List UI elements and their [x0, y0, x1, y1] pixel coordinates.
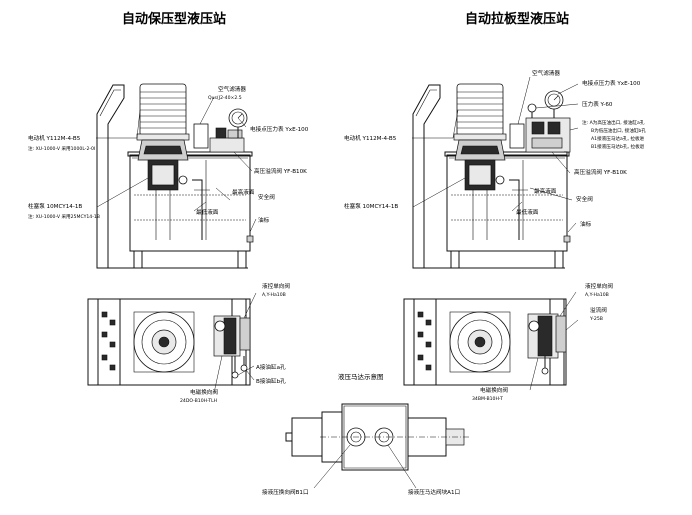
left-motor-note: 注: XU-1000-V 采用1000L-2-0I	[28, 145, 95, 152]
left-title: 自动保压型液压站	[122, 11, 226, 27]
left-max-level-label: 最高液面	[232, 188, 255, 196]
right-front-leaders	[412, 76, 579, 233]
right-title: 自动拉板型液压站	[465, 11, 569, 27]
right-note-2: B为低压油出口, 接油缸b孔	[591, 127, 646, 134]
motor-label-a1: 接液压马达阀块A1口	[408, 488, 460, 496]
right-relief-label: 高压溢流阀 YF-B10K	[574, 168, 627, 176]
left-air-filter-label: 空气滤清器	[218, 85, 246, 93]
right-throttle-label: 溢流阀	[590, 306, 607, 314]
right-throttle-model: Y-25B	[589, 316, 603, 322]
left-check-valve-model: A,Y-Ha10B	[262, 292, 286, 298]
right-note-3: A1接液压马达a孔, 拉板进	[591, 135, 645, 142]
left-gauge-label: 电接点压力表 YxE-100	[250, 125, 309, 133]
right-min-level-label: 最低液面	[516, 208, 539, 216]
right-oil-gauge-label: 油标	[580, 220, 592, 228]
right-front-view	[412, 83, 571, 269]
motor-diagram-title: 液压马达示意图	[338, 372, 384, 381]
left-motor-label: 电动机 Y112M-4-B5	[28, 134, 81, 142]
left-pump-label: 柱塞泵 10MCY14-1B	[28, 202, 82, 210]
left-front-view	[96, 83, 254, 269]
left-top-view	[87, 298, 251, 386]
right-check-valve-label: 液控单向阀	[585, 282, 613, 290]
right-top-leaders	[529, 291, 579, 391]
left-safety-valve-label: 安全阀	[258, 193, 275, 201]
right-note-1: 注: A为高压油出口, 接油缸a孔	[582, 119, 645, 126]
right-safety-valve-label: 安全阀	[576, 195, 593, 203]
right-pressure-gauge-label: 压力表 Y-60	[582, 100, 613, 108]
left-check-valve-label: 液控单向阀	[262, 282, 290, 290]
right-max-level-label: 最高液面	[534, 187, 557, 195]
left-min-level-label: 最低液面	[196, 208, 219, 216]
right-motor-label: 电动机 Y112M-4-B5	[344, 134, 397, 142]
left-leaders	[96, 96, 257, 233]
right-air-filter-label: 空气滤清器	[532, 69, 560, 77]
right-solenoid-model: 34BM-B10H-T	[472, 396, 503, 402]
left-oil-gauge-label: 油标	[258, 216, 270, 224]
left-solenoid-model: 24DO-B10H-TLH	[180, 398, 217, 404]
left-air-filter-model: Qus(J2-40×2.5	[208, 95, 242, 101]
motor-diagram-leaders	[313, 444, 417, 489]
left-port-b-label: B接油缸b孔	[256, 377, 286, 385]
left-top-leaders	[213, 292, 257, 394]
right-gauge-label: 电接点压力表 YxE-100	[582, 79, 641, 87]
left-solenoid-label: 电磁换向阀	[190, 388, 218, 396]
right-solenoid-label: 电磁换向阀	[480, 386, 508, 394]
right-check-valve-model: A,Y-Ha10B	[585, 292, 609, 298]
motor-label-b1: 接液压换向阀B1口	[262, 488, 309, 496]
left-relief-label: 高压溢流阀 YF-B10K	[254, 167, 307, 175]
left-pump-note: 注: XU-1000-V 采用25MCY14-1B	[28, 213, 100, 220]
left-port-a-label: A接油缸a孔	[256, 363, 286, 371]
hydraulic-motor-drawing	[285, 403, 470, 471]
right-note-4: B1接液压马达b孔, 拉板退	[591, 143, 645, 150]
right-top-view	[403, 298, 567, 386]
right-pump-label: 柱塞泵 10MCY14-1B	[344, 202, 398, 210]
